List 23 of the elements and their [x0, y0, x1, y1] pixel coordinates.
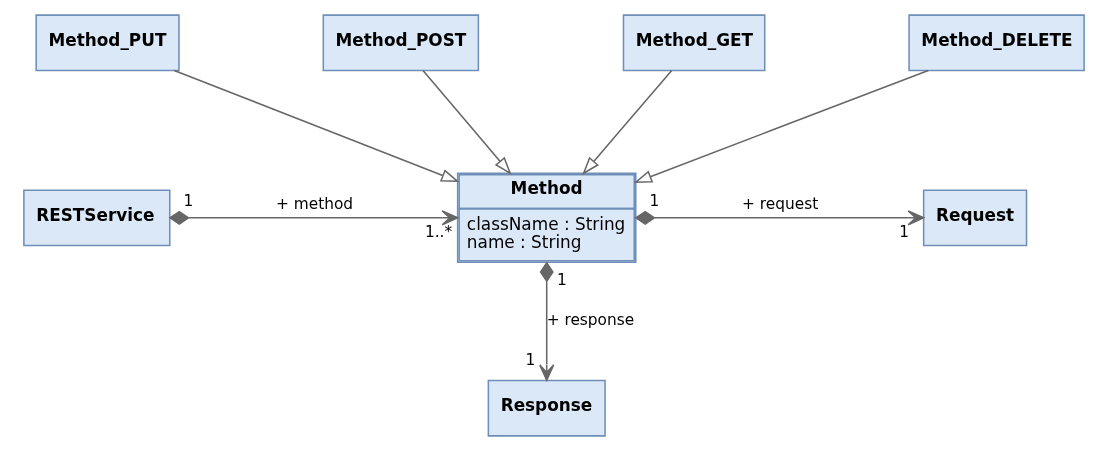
edge-label: + method [275, 194, 353, 213]
arrow [581, 69, 672, 175]
node-box: Method_PUT [34, 13, 180, 71]
edge-label: + response [546, 310, 634, 329]
label: 1 [898, 222, 909, 241]
arrow [168, 209, 458, 225]
node-box: Request [922, 188, 1027, 246]
node-box: Method_POST [322, 13, 479, 71]
node-box: RESTService [22, 188, 170, 246]
node-box: Response [487, 379, 606, 437]
arrow [633, 69, 929, 183]
edge-label: + request [741, 194, 818, 213]
label: 1 [525, 350, 535, 369]
node-box: Method_GET [622, 13, 765, 71]
arrow [634, 209, 924, 225]
label: 1 [648, 191, 659, 210]
label: 1 [183, 191, 193, 210]
node-box: Method_DELETE [907, 13, 1085, 71]
label: 1..* [424, 222, 452, 241]
arrow [173, 69, 459, 182]
arrow [538, 260, 554, 381]
arrow [421, 69, 512, 175]
label: 1 [556, 270, 567, 289]
